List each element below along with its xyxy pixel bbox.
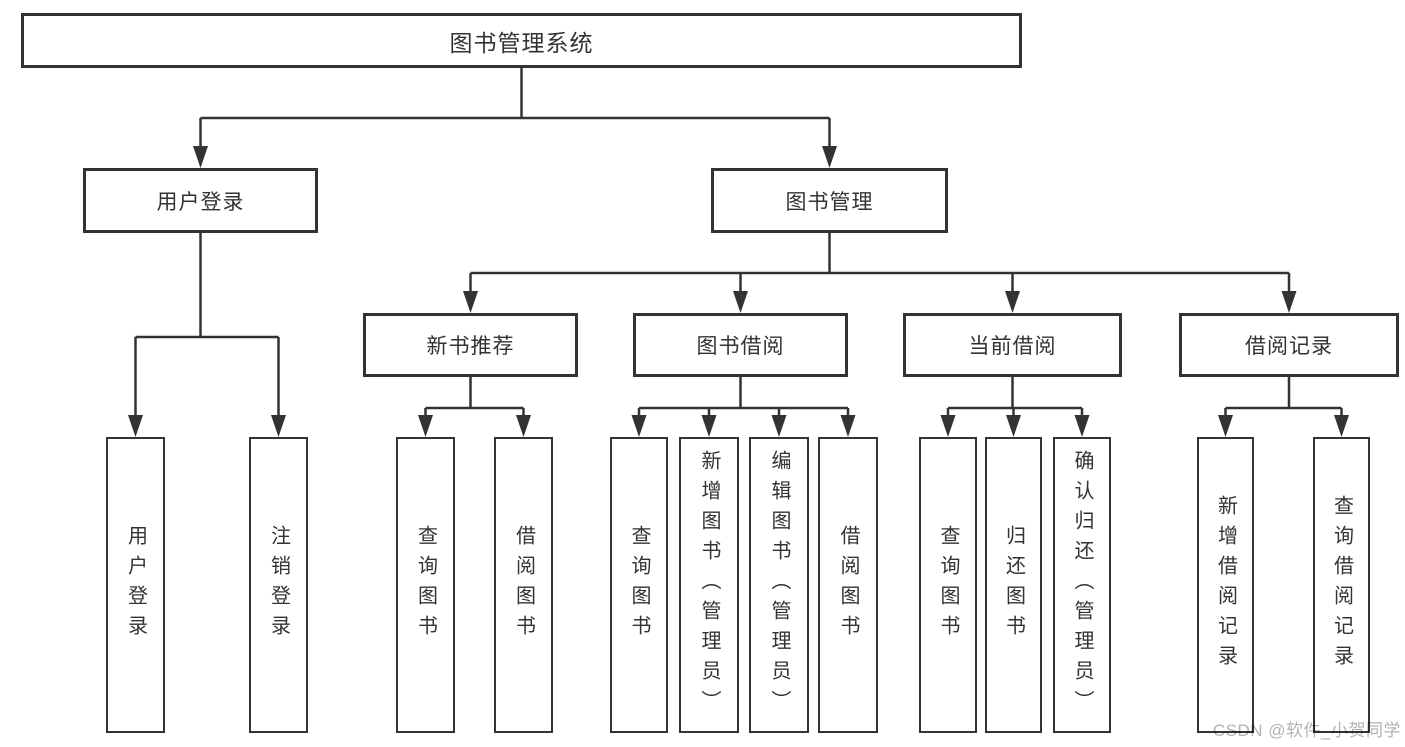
leaf-borrow-books-recommend: 借阅图书 [494, 437, 553, 733]
leaf-add-borrowing-record: 新增借阅记录 [1197, 437, 1254, 733]
connector-book-borrowing-split [631, 377, 856, 437]
leaf-label: 编辑图书（管理员） [768, 450, 790, 720]
arrowhead-down [1006, 415, 1021, 437]
node-user-login: 用户登录 [83, 168, 318, 233]
arrowhead-down [463, 291, 478, 313]
leaf-label: 新增借阅记录 [1214, 495, 1237, 675]
node-borrowing-records: 借阅记录 [1179, 313, 1399, 377]
arrowhead-down [128, 415, 143, 437]
arrowhead-down [1334, 415, 1349, 437]
leaf-add-books-admin: 新增图书（管理员） [679, 437, 739, 733]
node-new-book-recommendation: 新书推荐 [363, 313, 578, 377]
connector-new-book-split [418, 377, 531, 437]
arrowhead-down [271, 415, 286, 437]
leaf-label: 查询借阅记录 [1330, 495, 1353, 675]
leaf-confirm-return-admin: 确认归还（管理员） [1053, 437, 1111, 733]
connector-current-borrow-split [940, 377, 1090, 437]
leaf-query-books-current: 查询图书 [919, 437, 977, 733]
leaf-label: 查询图书 [628, 525, 650, 645]
arrowhead-down [701, 415, 717, 437]
connector-borrow-records-split [1218, 377, 1349, 437]
leaf-query-borrowing-record: 查询借阅记录 [1313, 437, 1370, 733]
connector-book-management-split [463, 233, 1297, 313]
arrowhead-down [1074, 415, 1090, 437]
csdn-watermark: CSDN @软件_小贺同学 [1212, 721, 1401, 740]
leaf-borrow-books-borrowing: 借阅图书 [818, 437, 878, 733]
node-label: 借阅记录 [1245, 335, 1333, 358]
arrowhead-down [193, 146, 208, 168]
arrowhead-down [631, 415, 647, 437]
node-label: 图书管理 [785, 190, 874, 214]
node-label: 用户登录 [156, 190, 245, 214]
leaf-label: 借阅图书 [837, 525, 859, 645]
arrowhead-down [822, 146, 837, 168]
leaf-label: 注销登录 [267, 525, 290, 645]
node-book-borrowing: 图书借阅 [633, 313, 848, 377]
leaf-label: 查询图书 [414, 525, 437, 645]
connector-user-login-split [128, 233, 286, 437]
arrowhead-down [418, 415, 433, 437]
leaf-query-books-borrowing: 查询图书 [610, 437, 668, 733]
arrowhead-down [516, 415, 531, 437]
connector-root-split [193, 68, 837, 168]
node-label: 当前借阅 [968, 335, 1057, 358]
leaf-label: 确认归还（管理员） [1071, 450, 1093, 720]
node-library-management-system: 图书管理系统 [21, 13, 1022, 68]
arrowhead-down [733, 291, 748, 313]
node-label: 图书管理系统 [449, 29, 594, 56]
leaf-label: 新增图书（管理员） [698, 450, 720, 720]
arrowhead-down [771, 415, 787, 437]
arrowhead-down [840, 415, 856, 437]
leaf-return-books: 归还图书 [985, 437, 1042, 733]
leaf-query-books-recommend: 查询图书 [396, 437, 455, 733]
node-current-borrowing: 当前借阅 [903, 313, 1122, 377]
arrowhead-down [1005, 291, 1020, 313]
leaf-edit-books-admin: 编辑图书（管理员） [749, 437, 809, 733]
leaf-logout: 注销登录 [249, 437, 308, 733]
leaf-label: 借阅图书 [512, 525, 535, 645]
node-label: 新书推荐 [426, 335, 515, 358]
arrowhead-down [940, 415, 956, 437]
leaf-label: 查询图书 [937, 525, 959, 645]
node-label: 图书借阅 [696, 335, 785, 358]
leaf-label: 归还图书 [1002, 525, 1025, 645]
arrowhead-down [1281, 291, 1297, 313]
node-book-management: 图书管理 [711, 168, 948, 233]
leaf-label: 用户登录 [124, 525, 147, 645]
arrowhead-down [1218, 415, 1233, 437]
leaf-user-login: 用户登录 [106, 437, 165, 733]
